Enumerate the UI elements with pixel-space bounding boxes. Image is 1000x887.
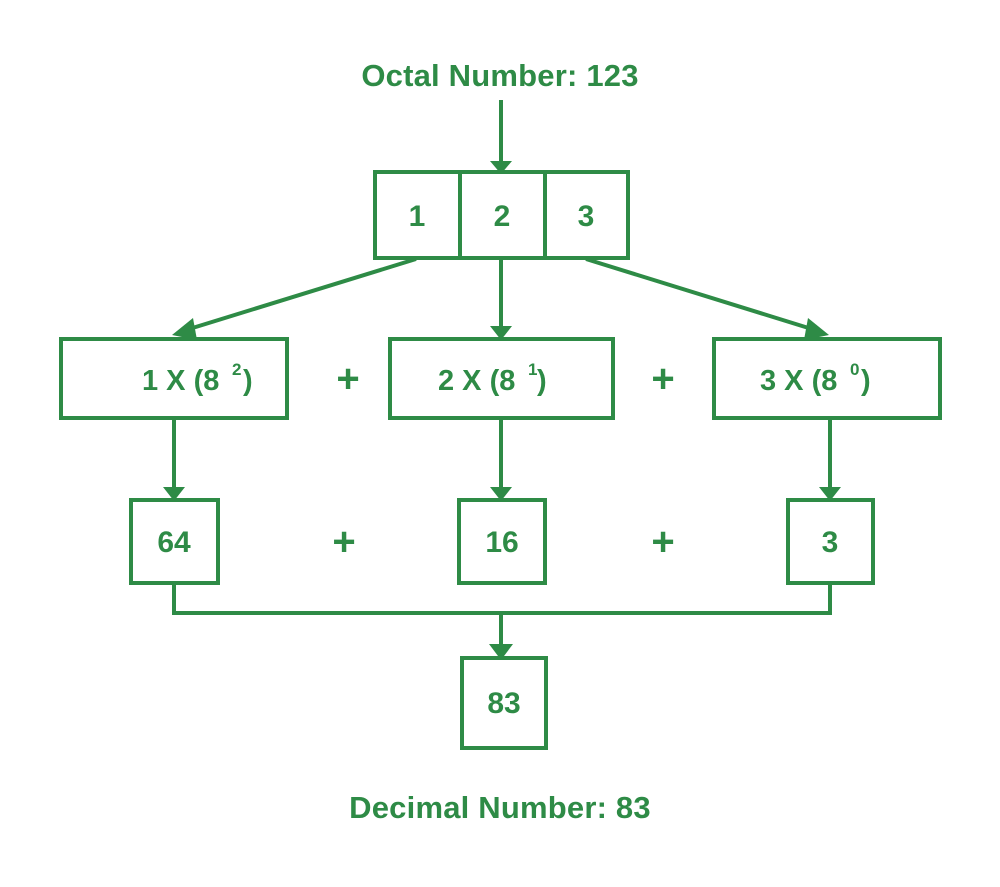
- product-box-1[interactable]: [457, 498, 547, 585]
- branch-arrow-center: [490, 259, 512, 340]
- plus-icon-expr-0: +: [336, 357, 359, 401]
- expr-to-product-arrow-left: [163, 419, 185, 501]
- product-label-2: 3: [822, 526, 839, 559]
- diagram-title: Octal Number: 123: [361, 58, 638, 93]
- expression-box-0[interactable]: [59, 337, 289, 420]
- sum-box[interactable]: [460, 656, 548, 750]
- plus-icon-expr-1: +: [651, 357, 674, 401]
- expression-box-1[interactable]: [388, 337, 615, 420]
- arrow-shaft: [185, 257, 417, 332]
- title-to-digits-arrow: [490, 100, 512, 174]
- expression-box-2[interactable]: [712, 337, 942, 420]
- expression-close-1: ): [537, 365, 547, 397]
- merge-bus: [172, 583, 832, 660]
- plus-icon-product-1: +: [651, 520, 674, 564]
- digit-label-2: 3: [578, 200, 595, 233]
- expression-exponent-1: 1: [528, 360, 537, 379]
- digit-label-0: 1: [409, 200, 426, 233]
- arrow-shaft: [585, 257, 816, 332]
- expression-base-0: 1 X (8: [142, 365, 219, 397]
- product-box-0[interactable]: [129, 498, 220, 585]
- plus-icon-product-0: +: [332, 520, 355, 564]
- expression-boxes-group: 1 X (8 2 ) 2 X (8 1 ) 3 X (8 0 ): [59, 337, 942, 420]
- arrow-down-icon: [489, 644, 513, 660]
- arrow-diagonal-icon: [804, 318, 829, 340]
- arrow-down-icon: [819, 487, 841, 501]
- digit-label-1: 2: [494, 200, 511, 233]
- expression-exponent-0: 2: [232, 360, 241, 379]
- arrow-down-icon: [490, 326, 512, 340]
- product-label-1: 16: [485, 526, 518, 559]
- digit-boxes-group: 1 2 3: [373, 170, 630, 260]
- arrow-down-icon: [490, 487, 512, 501]
- diagram-footer: Decimal Number: 83: [349, 790, 651, 825]
- expr-to-product-arrow-right: [819, 419, 841, 501]
- arrow-down-icon: [490, 161, 512, 174]
- sum-box-group: 83: [460, 656, 548, 750]
- expression-close-2: ): [861, 365, 871, 397]
- branch-arrow-right: [585, 257, 829, 340]
- sum-label: 83: [487, 687, 520, 720]
- expression-close-0: ): [243, 365, 253, 397]
- arrow-diagonal-icon: [172, 318, 197, 340]
- expr-to-product-arrow-center: [490, 419, 512, 501]
- digit-box-2[interactable]: [543, 170, 630, 260]
- expression-exponent-2: 0: [850, 360, 859, 379]
- product-box-2[interactable]: [786, 498, 875, 585]
- product-boxes-group: 64 16 3: [129, 498, 875, 585]
- expression-base-1: 2 X (8: [438, 365, 515, 397]
- product-label-0: 64: [157, 526, 191, 559]
- arrow-down-icon: [163, 487, 185, 501]
- expression-base-2: 3 X (8: [760, 365, 837, 397]
- branch-arrow-left: [172, 257, 417, 340]
